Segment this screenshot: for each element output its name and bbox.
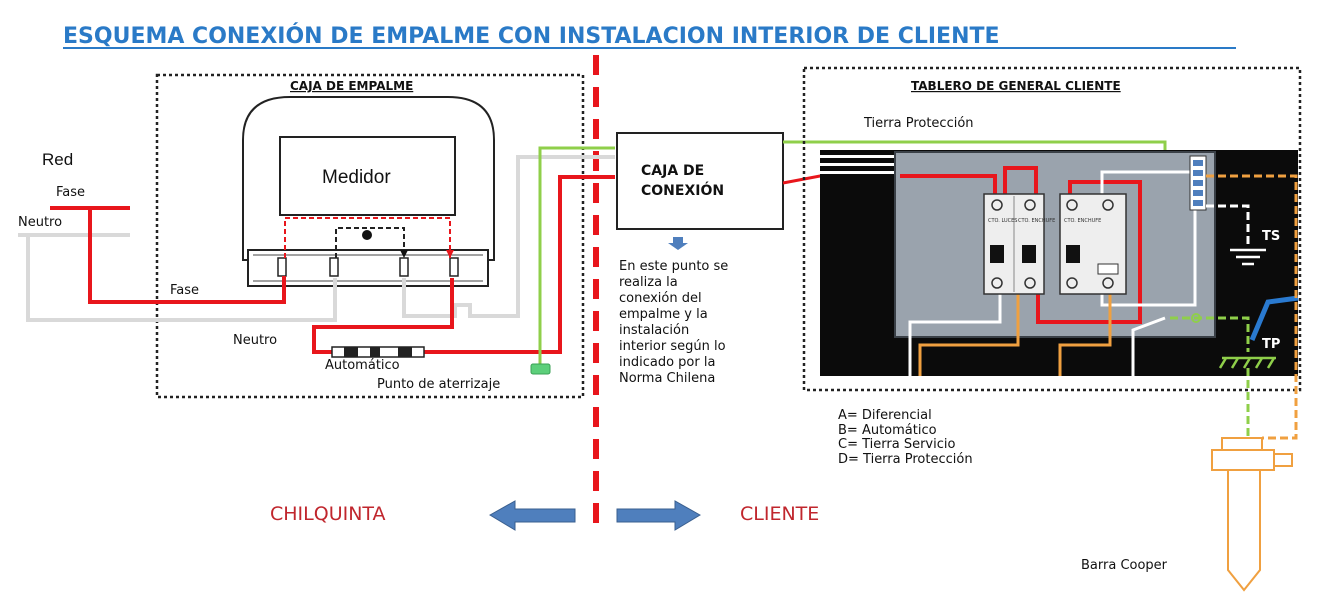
svg-text:A= Diferencial: A= Diferencial xyxy=(838,408,932,423)
tierra-proteccion-label: Tierra Protección xyxy=(863,116,974,131)
meter-internal-fase xyxy=(284,217,451,258)
svg-text:C= Tierra Servicio: C= Tierra Servicio xyxy=(838,437,955,452)
fase-label: Fase xyxy=(170,283,199,298)
cooper-bar-wire xyxy=(1206,174,1298,440)
fase-in-wire xyxy=(88,208,286,304)
svg-text:CTO. LUCES: CTO. LUCES xyxy=(988,218,1017,224)
svg-text:Norma Chilena: Norma Chilena xyxy=(619,371,715,386)
red-neutro-label: Neutro xyxy=(18,215,62,230)
red-fase-label: Fase xyxy=(56,185,85,200)
grounding-point xyxy=(530,363,551,375)
tierra-proteccion-symbol xyxy=(1218,356,1276,369)
svg-text:realiza la: realiza la xyxy=(619,275,678,290)
tp-label: TP xyxy=(1262,337,1280,352)
barra-cooper-rod xyxy=(1211,437,1293,592)
ts-label: TS xyxy=(1262,229,1280,244)
caja-conexion-line2: CONEXIÓN xyxy=(641,181,724,199)
caja-conexion-box xyxy=(616,132,784,230)
svg-text:CTO. ENCHUFE: CTO. ENCHUFE xyxy=(1064,218,1101,224)
svg-text:B= Automático: B= Automático xyxy=(838,423,937,438)
fase-out-wire xyxy=(424,175,615,354)
svg-text:conexión del: conexión del xyxy=(619,291,702,306)
svg-text:CTO. ENCHUFE: CTO. ENCHUFE xyxy=(1018,218,1055,224)
side-label-cliente: CLIENTE xyxy=(740,503,819,525)
side-label-chilquinta: CHILQUINTA xyxy=(270,503,386,525)
caja-conexion-line1: CAJA DE xyxy=(641,163,704,179)
punto-aterrizaje-label: Punto de aterrizaje xyxy=(377,377,500,392)
meter-internal-neutro xyxy=(335,227,405,258)
caja-empalme-title: CAJA DE EMPALME xyxy=(290,79,413,93)
automatico-label: Automático xyxy=(325,358,400,373)
red-label: Red xyxy=(42,150,73,169)
caja-empalme-box xyxy=(155,73,585,399)
arrow-right-icon xyxy=(616,500,701,531)
arrow-left-icon xyxy=(489,500,576,531)
meter-display xyxy=(279,136,456,216)
svg-text:interior según lo: interior según lo xyxy=(619,339,726,354)
svg-text:En este punto se: En este punto se xyxy=(619,259,728,274)
svg-text:indicado por la: indicado por la xyxy=(619,355,715,370)
tierra-servicio-symbol xyxy=(1230,248,1266,266)
meter-terminal-block xyxy=(247,249,489,287)
breaker-diferencial: CTO. LUCES CTO. ENCHUFE xyxy=(983,193,1055,295)
svg-text:instalación: instalación xyxy=(619,323,689,338)
terminal-screws xyxy=(277,257,459,277)
caja-conexion-description: En este punto se realiza la conexión del… xyxy=(619,259,728,386)
fase-to-automatico-wire xyxy=(312,278,454,354)
breaker-automatico: CTO. ENCHUFE xyxy=(1059,193,1127,295)
neutro-in-wire xyxy=(26,235,337,322)
neutro-label: Neutro xyxy=(233,333,277,348)
tablero-title: TABLERO DE GENERAL CLIENTE xyxy=(911,79,1121,93)
svg-text:empalme y la: empalme y la xyxy=(619,307,708,322)
meter-label: Medidor xyxy=(322,167,391,188)
ground-wire-empalme xyxy=(538,146,615,369)
down-arrow-icon xyxy=(668,237,688,250)
barra-cooper-label: Barra Cooper xyxy=(1081,558,1168,573)
svg-text:D= Tierra Protección: D= Tierra Protección xyxy=(838,452,973,467)
page-title: ESQUEMA CONEXIÓN DE EMPALME CON INSTALAC… xyxy=(63,23,1000,49)
tablero-mounting-plate xyxy=(894,151,1216,338)
tablero-box xyxy=(802,66,1302,392)
neutro-out-wire xyxy=(402,155,615,318)
legend: A= Diferencial B= Automático C= Tierra S… xyxy=(838,408,973,467)
